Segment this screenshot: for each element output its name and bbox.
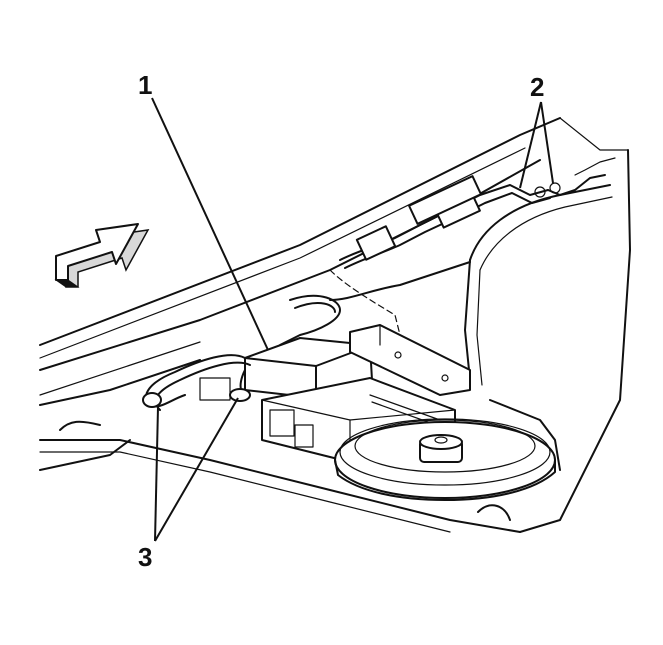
body-outline (39, 117, 631, 533)
harness-upper (329, 157, 616, 301)
forward-arrow-icon (54, 223, 150, 288)
leader-2b (540, 101, 554, 184)
leader-lines (151, 97, 554, 542)
rear-bracket (349, 324, 471, 396)
callout-2: 2 (530, 72, 545, 102)
spare-tire (334, 418, 556, 521)
callout-1: 1 (138, 70, 153, 100)
callout-3: 3 (138, 542, 153, 572)
leader-1 (151, 97, 269, 351)
leader-3b (154, 397, 239, 542)
leader-3a (154, 406, 159, 542)
harness-lower (142, 294, 341, 411)
cable-dashed (329, 269, 401, 336)
leader-2a (519, 101, 542, 189)
